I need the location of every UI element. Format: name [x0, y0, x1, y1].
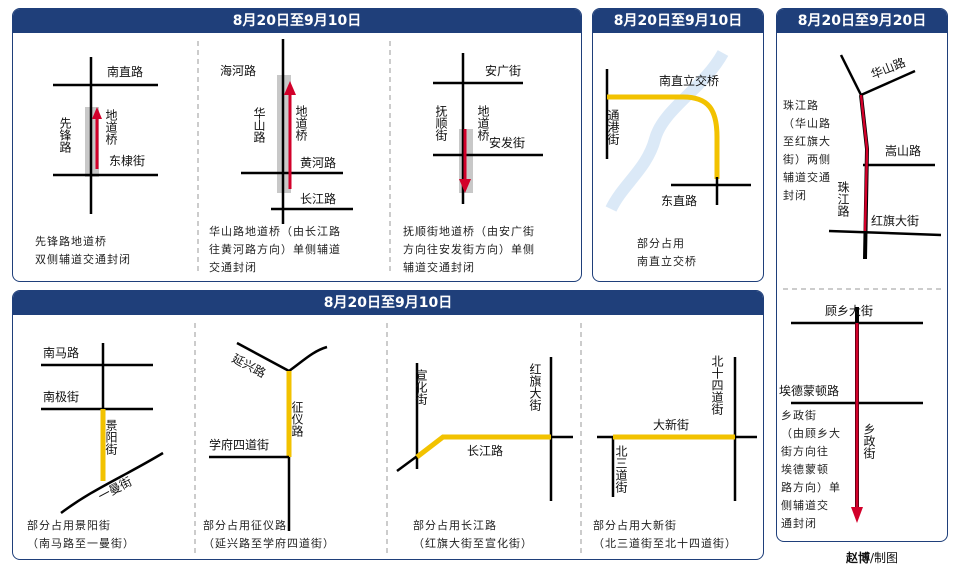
panel-right: 8月20日至9月20日 华山路 嵩山路 珠江路 红旗大街 顾乡大街 埃德蒙顿路 …: [776, 8, 948, 542]
label-zhujiang: 珠江路: [836, 181, 850, 218]
caption-jingyang: 部分占用景阳街 （南马路至一曼街）: [27, 519, 135, 550]
map-section-xianfeng: 南直路 先锋路 地道桥 东棣街: [53, 57, 158, 214]
label-beishisi: 北十四道街: [710, 355, 724, 415]
map-section-huashan: 海河路 华山路 地道桥 黄河路 长江路: [220, 39, 353, 224]
label-huanghe: 黄河路: [300, 155, 336, 170]
label-didaoqiao: 地道桥: [104, 109, 118, 146]
label-zhengyi: 征仪路: [290, 401, 304, 438]
panel-header: 8月20日至9月10日: [13, 9, 581, 33]
caption-zhengyi: 部分占用征仪路 （延兴路至学府四道街）: [203, 519, 335, 550]
map-section-jingyang: 南马路 南极街 景阳街 一曼街: [41, 343, 164, 515]
label-jingyang: 景阳街: [104, 419, 118, 455]
top-left-map: 南直路 先锋路 地道桥 东棣街 海河路 华山路 地道桥 黄河路 长江路: [53, 39, 543, 274]
caption-huashan: 华山路地道桥（由长江路 往黄河路方向）单侧辅道 交通封闭: [209, 225, 341, 274]
panel-top-left: 8月20日至9月10日 南直路 先锋路 地道桥 东棣街 海河路 华山路: [12, 8, 582, 282]
label-hongqi: 红旗大街: [871, 213, 919, 228]
caption-zhujiang: 珠江路 （华山路 至红旗大 街）两侧 辅道交通 封闭: [783, 99, 831, 202]
caption-changjiang: 部分占用长江路 （红旗大街至宣化街）: [413, 519, 533, 550]
label-tonggang: 通港街: [606, 109, 620, 145]
road-hongqi: [828, 229, 942, 237]
label-changjiang: 长江路: [467, 443, 503, 458]
road-yanxing: [236, 341, 290, 373]
label-haihe: 海河路: [220, 63, 256, 78]
credit-author: 赵博: [845, 551, 870, 565]
label-xianfeng: 先锋路: [58, 117, 72, 154]
label-changjiang: 长江路: [300, 191, 336, 206]
label-didaoqiao: 地道桥: [476, 105, 490, 142]
label-fushun: 抚顺街: [434, 105, 448, 141]
panel-header: 8月20日至9月10日: [13, 291, 763, 315]
label-beisan: 北三道街: [614, 445, 628, 493]
label-dongzhi: 东直路: [661, 193, 697, 208]
label-dongli: 东棣街: [109, 153, 145, 168]
map-section-fushun: 安广街 抚顺街 地道桥 安发街: [433, 53, 543, 204]
top-middle-map: 南直立交桥 通港街 东直路: [605, 49, 751, 212]
caption-nanzhi: 部分占用 南直立交桥: [637, 237, 697, 268]
caption-daxin: 部分占用大新街 （北三道街至北十四道街）: [593, 519, 737, 550]
occupied-segment: [415, 434, 551, 459]
caption-fushun: 抚顺街地道桥（由安广街 方向往安发街方向）单侧 辅道交通封闭: [403, 225, 535, 274]
label-daxin: 大新街: [653, 417, 689, 432]
label-guxiang: 顾乡大街: [825, 304, 873, 318]
map-section-zhengyi: 延兴路 征仪路 学府四道街: [209, 341, 328, 531]
label-nanma: 南马路: [43, 345, 79, 360]
closure-line: [859, 94, 869, 232]
label-nanzhi: 南直路: [107, 64, 143, 79]
panel-bottom: 8月20日至9月10日 南马路 南极街 景阳街 一曼街 延兴路 征仪路 学府四道…: [12, 290, 764, 560]
label-xuanhua: 宣化街: [414, 368, 428, 405]
bottom-map: 南马路 南极街 景阳街 一曼街 延兴路 征仪路 学府四道街 宣化街 红旗大街 长…: [41, 323, 757, 553]
label-anguang: 安广街: [485, 63, 521, 78]
label-didaoqiao: 地道桥: [294, 105, 308, 142]
road-huashan: [839, 54, 863, 96]
map-section-daxin: 北十四道街 大新街 北三道街: [597, 355, 757, 501]
panel-top-middle: 8月20日至9月10日 南直立交桥 通港街 东直路 部分占用 南直立交桥: [592, 8, 764, 282]
credit-suffix: /制图: [869, 551, 898, 565]
label-nanzhilijiao: 南直立交桥: [659, 73, 719, 88]
label-huashan: 华山路: [252, 107, 266, 144]
map-section-xiangzheng: 顾乡大街 埃德蒙顿路 乡政街: [779, 304, 923, 523]
overpass-occupied: [607, 94, 720, 179]
label-anfa: 安发街: [489, 135, 525, 150]
caption-xianfeng: 先锋路地道桥 双侧辅道交通封闭: [35, 235, 131, 266]
river: [605, 49, 729, 212]
panel-header: 8月20日至9月10日: [593, 9, 763, 33]
map-section-zhujiang: 华山路 嵩山路 珠江路 红旗大街: [828, 54, 942, 260]
road-yiman: [60, 451, 164, 515]
label-songshan: 嵩山路: [885, 143, 921, 158]
right-map: 华山路 嵩山路 珠江路 红旗大街 顾乡大街 埃德蒙顿路 乡政街: [779, 54, 942, 523]
panel-header: 8月20日至9月20日: [777, 9, 947, 33]
label-xuefu: 学府四道街: [209, 437, 269, 452]
label-hongqi: 红旗大街: [528, 362, 542, 411]
credit: 赵博/制图: [846, 549, 898, 566]
label-yanxing: 延兴路: [230, 350, 269, 380]
label-xiangzheng: 乡政街: [862, 423, 876, 459]
caption-xiangzheng: 乡政街 （由顾乡大 街方向往 埃德蒙顿 路方向）单 侧辅道交 通封闭: [781, 409, 841, 530]
label-aidemengdun: 埃德蒙顿路: [779, 383, 839, 398]
label-nanji: 南极街: [43, 389, 79, 404]
map-section-changjiang: 宣化街 红旗大街 长江路: [396, 357, 573, 501]
